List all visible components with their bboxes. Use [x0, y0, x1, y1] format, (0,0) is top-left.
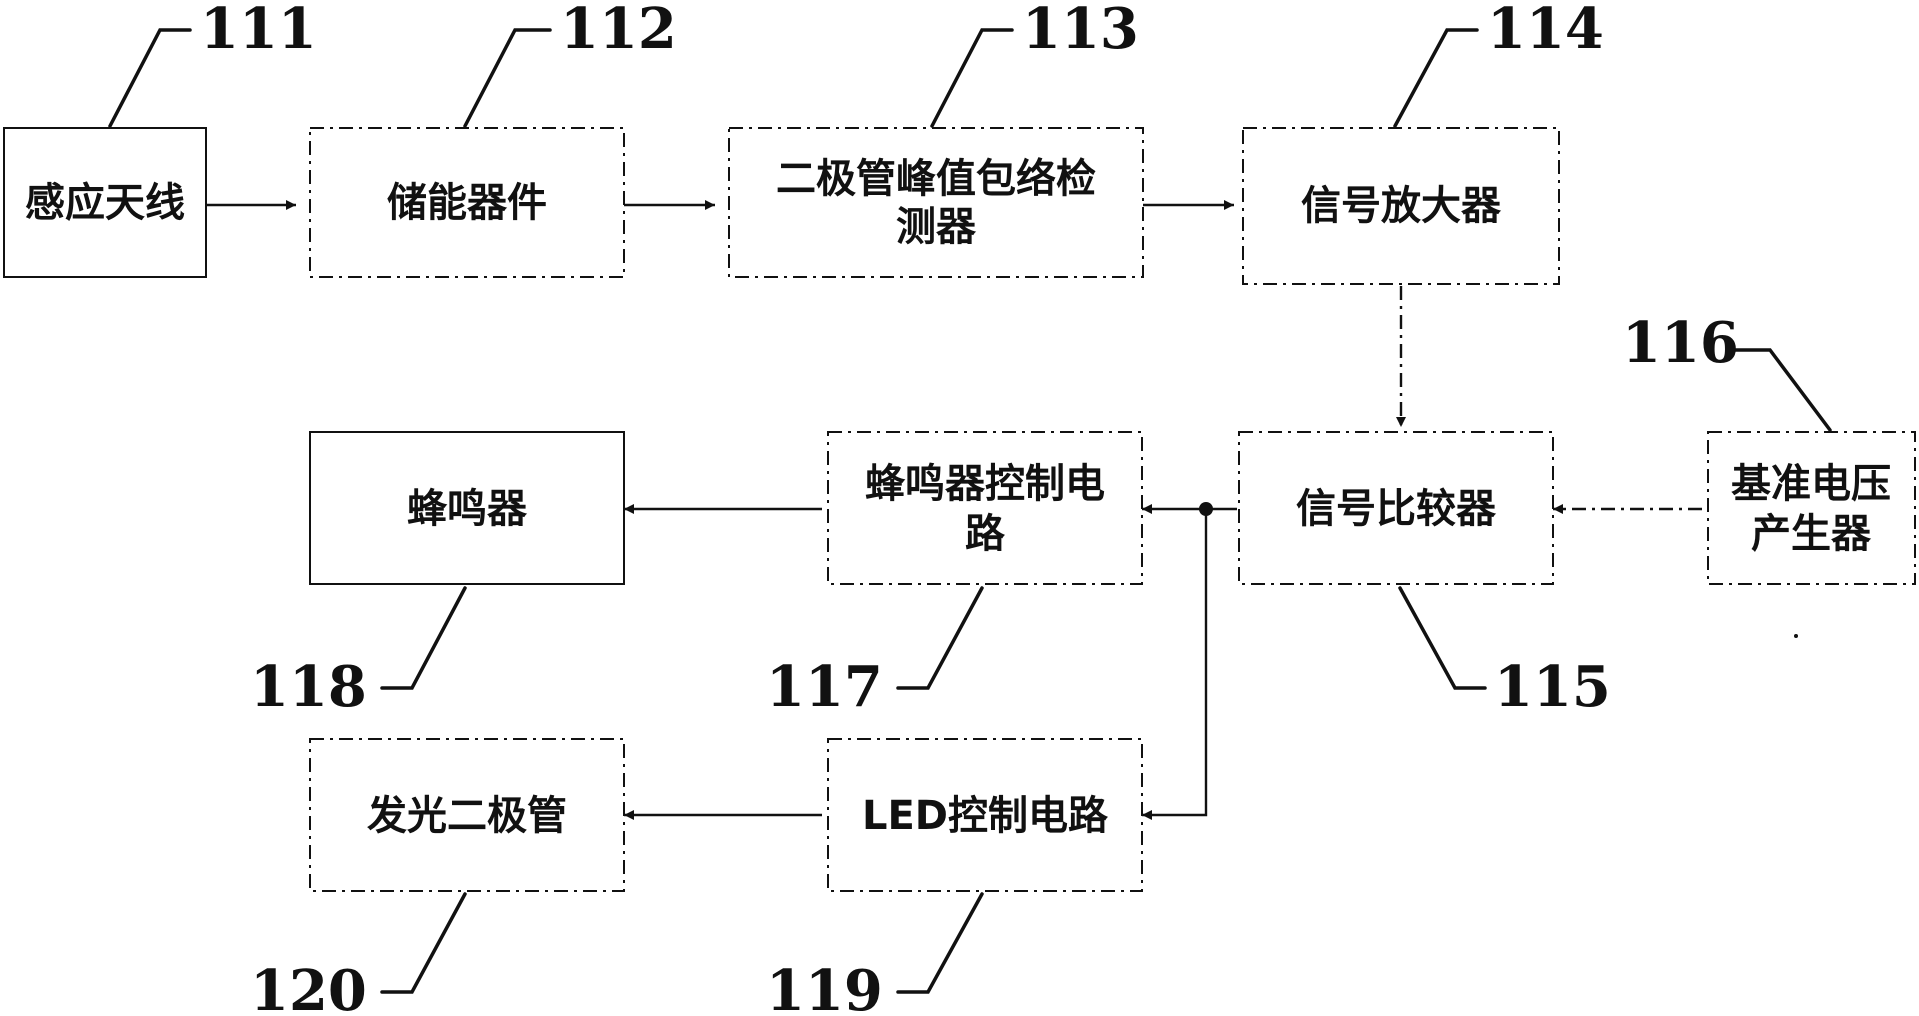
leader-115: [1400, 588, 1485, 688]
leader-113: [932, 30, 1012, 126]
ref-113: 113: [1022, 0, 1139, 62]
ref-117: 117: [766, 654, 883, 720]
block-117: 蜂鸣器控制电 路: [828, 432, 1142, 584]
block-113-box: [729, 128, 1143, 277]
block-115-label: 信号比较器: [1296, 486, 1497, 532]
block-117-box: [828, 432, 1142, 584]
leader-120: [382, 894, 465, 992]
block-113-label-line-1: 二极管峰值包络检: [776, 156, 1096, 202]
ref-116: 116: [1622, 310, 1739, 376]
block-116: 基准电压 产生器: [1708, 432, 1915, 584]
block-112: 储能器件: [310, 128, 624, 277]
block-116-box: [1708, 432, 1915, 584]
leader-112: [465, 30, 550, 126]
arrow-115-to-119: [1142, 509, 1206, 815]
block-111-label: 感应天线: [25, 180, 185, 226]
leader-116: [1735, 350, 1830, 430]
block-120: 发光二极管: [310, 739, 624, 891]
ref-120: 120: [250, 958, 367, 1016]
block-112-label: 储能器件: [387, 180, 547, 226]
block-118: 蜂鸣器: [310, 432, 624, 584]
block-118-label: 蜂鸣器: [407, 486, 528, 532]
leader-114: [1395, 30, 1477, 126]
block-116-label-line-2: 产生器: [1751, 511, 1872, 557]
block-111: 感应天线: [4, 128, 206, 277]
block-115: 信号比较器: [1239, 432, 1553, 584]
block-114-label: 信号放大器: [1301, 183, 1502, 229]
block-116-label-line-1: 基准电压: [1731, 461, 1891, 507]
block-113: 二极管峰值包络检 测器: [729, 128, 1143, 277]
leader-117: [898, 588, 982, 688]
leader-119: [898, 894, 982, 992]
block-113-label-line-2: 测器: [896, 204, 977, 250]
block-119-label: LED控制电路: [862, 793, 1109, 839]
ref-115: 115: [1494, 654, 1611, 720]
ref-114: 114: [1487, 0, 1604, 62]
block-117-label-line-1: 蜂鸣器控制电: [865, 461, 1105, 507]
leader-111: [110, 30, 190, 126]
ref-118: 118: [250, 654, 367, 720]
ref-112: 112: [560, 0, 677, 62]
stray-dot: [1794, 634, 1798, 638]
block-120-label: 发光二极管: [367, 793, 567, 839]
block-114: 信号放大器: [1243, 128, 1559, 284]
block-117-label-line-2: 路: [965, 511, 1006, 557]
ref-119: 119: [766, 958, 883, 1016]
ref-111: 111: [200, 0, 317, 62]
block-119: LED控制电路: [828, 739, 1142, 891]
leader-118: [382, 588, 465, 688]
